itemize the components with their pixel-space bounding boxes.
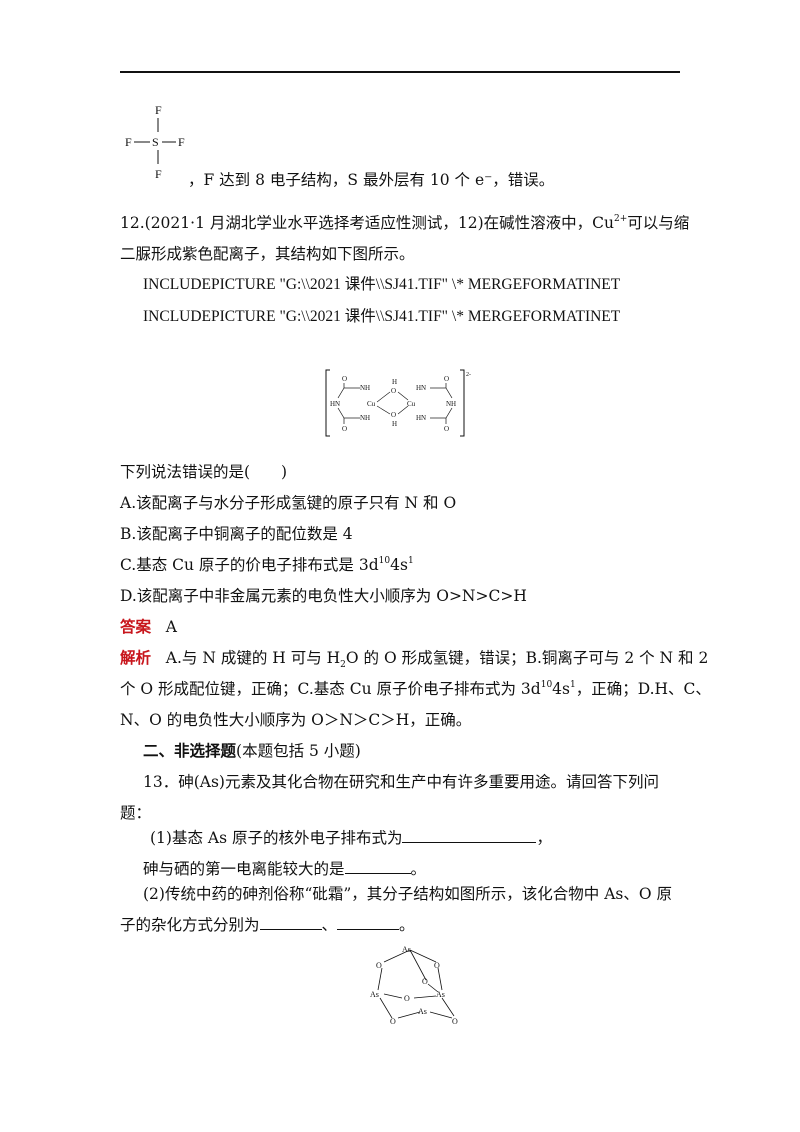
- svg-text:Cu: Cu: [367, 400, 376, 408]
- q12-analysis-line1: 解析 A.与 N 成键的 H 可与 H2O 的 O 形成氢键，错误；B.铜离子可…: [120, 648, 709, 670]
- q12-prompt: 下列说法错误的是( ): [120, 463, 288, 481]
- includepicture-field-2: INCLUDEPICTURE "G:\\2021 课件\\SJ41.TIF" \…: [143, 308, 621, 325]
- answer-blank-1[interactable]: [402, 828, 537, 843]
- q13-part1-line1: (1)基态 As 原子的核外电子排布式为，: [150, 828, 552, 847]
- q12-stem-line2: 二脲形成紫色配离子，其结构如下图所示。: [120, 245, 415, 263]
- q12-option-a: A.该配离子与水分子形成氢键的原子只有 N 和 O: [120, 494, 457, 512]
- answer-blank-3[interactable]: [259, 915, 322, 930]
- svg-text:HN: HN: [330, 400, 340, 408]
- q12-option-c: C.基态 Cu 原子的价电子排布式是 3d104s1: [120, 556, 414, 574]
- atom-f-top: F: [155, 103, 162, 117]
- q13-stem-line2: 题：: [120, 804, 152, 822]
- as-atom-top: As: [402, 945, 411, 954]
- svg-text:O: O: [342, 425, 347, 433]
- atom-f-right: F: [178, 135, 185, 149]
- as4o6-structure-diagram: As O O O As O As As O O: [370, 945, 458, 1026]
- q13-stem-line1: 13．砷(As)元素及其化合物在研究和生产中有许多重要用途。请回答下列问: [143, 773, 659, 791]
- svg-text:O: O: [342, 375, 347, 383]
- section-heading: 二、非选择题(本题包括 5 小题): [143, 741, 361, 760]
- sf4-structure-diagram: F F S F F: [125, 103, 185, 181]
- answer-blank-2[interactable]: [344, 859, 411, 874]
- svg-text:NH: NH: [446, 400, 456, 408]
- q12-analysis-line3: N、O 的电负性大小顺序为 O＞N＞C＞H，正确。: [120, 711, 472, 729]
- as-atom-right: As: [436, 990, 445, 999]
- svg-text:O: O: [391, 387, 396, 395]
- answer-label: 答案: [120, 617, 152, 636]
- o-atom: O: [452, 1017, 458, 1026]
- svg-text:O: O: [444, 375, 449, 383]
- o-atom: O: [390, 1017, 396, 1026]
- atom-f-left: F: [125, 135, 132, 149]
- svg-text:O: O: [391, 411, 396, 419]
- biuret-copper-complex-diagram: 2- O NH HN NH O Cu H O O H Cu HN O NH HN…: [325, 369, 471, 437]
- svg-text:Cu: Cu: [407, 400, 416, 408]
- q12-option-d: D.该配离子中非金属元素的电负性大小顺序为 O>N>C>H: [120, 587, 527, 605]
- atom-s: S: [152, 135, 159, 149]
- as-atom-bottom: As: [418, 1007, 427, 1016]
- q13-part1-line2: 砷与硒的第一电离能较大的是。: [143, 859, 427, 878]
- q13-part2-line2: 子的杂化方式分别为、。: [120, 915, 415, 934]
- analysis-label: 解析: [120, 648, 152, 667]
- q12-analysis-line2: 个 O 形成配位键，正确；C.基态 Cu 原子价电子排布式为 3d104s1，正…: [120, 680, 711, 698]
- svg-text:NH: NH: [360, 414, 370, 422]
- sf4-explanation: ，F 达到 8 电子结构，S 最外层有 10 个 e⁻，错误。: [188, 171, 555, 189]
- svg-text:H: H: [392, 420, 397, 428]
- q12-answer: 答案 A: [120, 617, 177, 636]
- svg-text:O: O: [444, 425, 449, 433]
- svg-text:NH: NH: [360, 384, 370, 392]
- o-atom: O: [404, 994, 410, 1003]
- complex-charge: 2-: [466, 372, 471, 378]
- header-rule: [120, 71, 680, 73]
- answer-blank-4[interactable]: [337, 915, 400, 930]
- o-atom: O: [422, 977, 428, 986]
- svg-text:HN: HN: [416, 384, 426, 392]
- q12-option-b: B.该配离子中铜离子的配位数是 4: [120, 525, 353, 543]
- q12-stem-line1: 12.(2021·1 月湖北学业水平选择考适应性测试，12)在碱性溶液中，Cu2…: [120, 214, 690, 232]
- includepicture-field-1: INCLUDEPICTURE "G:\\2021 课件\\SJ41.TIF" \…: [143, 276, 621, 293]
- q13-part2-line1: (2)传统中药的砷剂俗称“砒霜”，其分子结构如图所示，该化合物中 As、O 原: [143, 885, 673, 903]
- svg-text:H: H: [392, 378, 397, 386]
- o-atom: O: [376, 961, 382, 970]
- o-atom: O: [434, 961, 440, 970]
- atom-f-bottom: F: [155, 167, 162, 181]
- as-atom-left: As: [370, 990, 379, 999]
- svg-text:HN: HN: [416, 414, 426, 422]
